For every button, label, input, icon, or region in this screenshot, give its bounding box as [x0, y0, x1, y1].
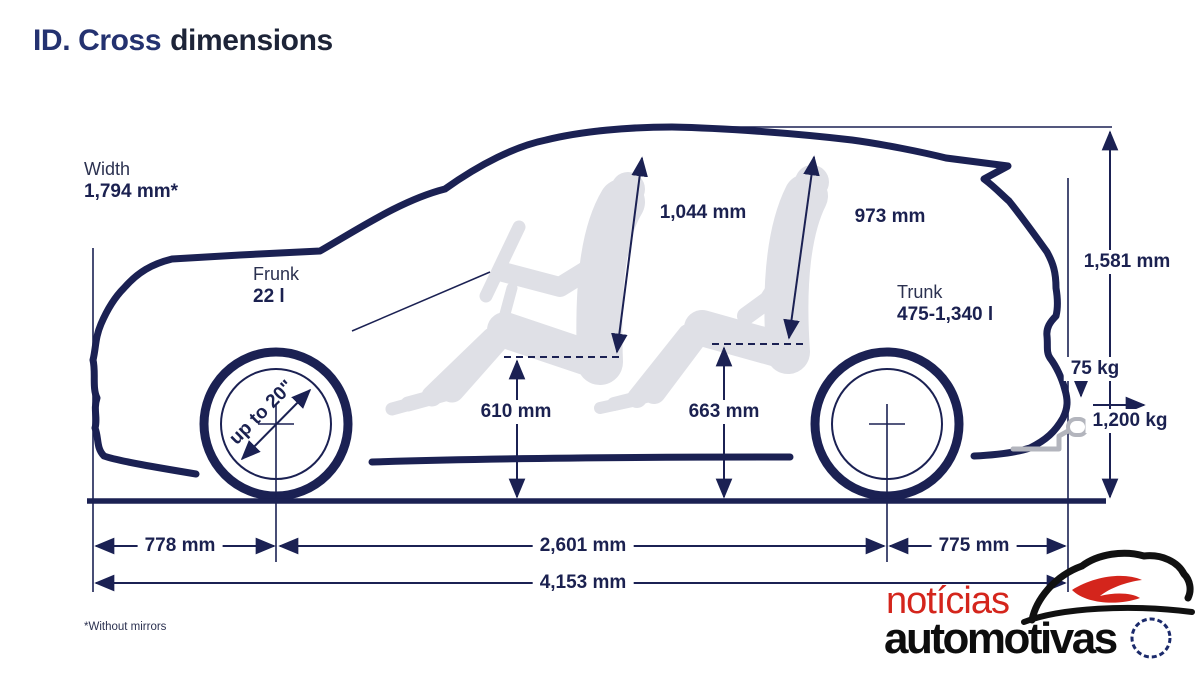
logo-car-underline [1021, 604, 1195, 625]
driver-foot-2 [385, 391, 439, 416]
trunk-name: Trunk [897, 282, 943, 302]
front-seat-height-label: 610 mm [473, 400, 559, 424]
title-suffix: dimensions [170, 24, 333, 57]
rear-headroom-arrow [783, 155, 820, 340]
driver-arm [493, 240, 630, 297]
width-value: 1,794 mm* [84, 181, 179, 202]
seat-reference-lines [504, 343, 805, 358]
front-headroom-label: 1,044 mm [659, 202, 747, 223]
passenger-thigh [684, 310, 806, 370]
driver-shin-2 [421, 327, 503, 407]
logo-wheel-icon [1130, 617, 1172, 659]
steering-pointer-line [351, 271, 491, 332]
driver-thigh [487, 312, 618, 380]
passenger-shin-2 [627, 324, 698, 408]
frunk-name: Frunk [253, 264, 300, 284]
steering-wheel [479, 220, 526, 303]
front-overhang-label: 778 mm [137, 534, 223, 558]
reference-lines [92, 126, 1112, 592]
rear-seat-height-label: 663 mm [681, 400, 767, 424]
title-model: ID. Cross [33, 24, 162, 57]
tow-ball [1066, 417, 1089, 437]
rear-overhang-label: 775 mm [931, 534, 1017, 558]
logo-red-swoosh [1072, 575, 1142, 603]
steering-wheel-lower [499, 282, 518, 320]
towing-capacity-label: 1,200 kg [1085, 409, 1175, 433]
height-label: 1,581 mm [1076, 250, 1178, 274]
width-name: Width [84, 159, 131, 179]
tow-arm [1010, 428, 1071, 452]
front-headroom-arrow [611, 156, 648, 354]
width-label: Width 1,794 mm* [84, 158, 178, 203]
logo-text-automotivas: automotivas [884, 614, 1118, 663]
trunk-value: 475-1,340 l [897, 304, 994, 325]
occupant-silhouettes [385, 165, 829, 416]
footnote: *Without mirrors [84, 621, 167, 633]
wheelbase-label: 2,601 mm [532, 534, 634, 558]
tongue-weight-label: 75 kg [1063, 357, 1127, 381]
passenger-foot-2 [594, 394, 643, 414]
rocker-line [368, 453, 794, 466]
trunk-label: Trunk 475-1,340 l [897, 281, 993, 326]
frunk-label: Frunk 22 l [253, 263, 299, 308]
frunk-value: 22 l [253, 286, 285, 307]
rear-headroom-label: 973 mm [854, 206, 926, 227]
total-length-label: 4,153 mm [532, 571, 634, 595]
